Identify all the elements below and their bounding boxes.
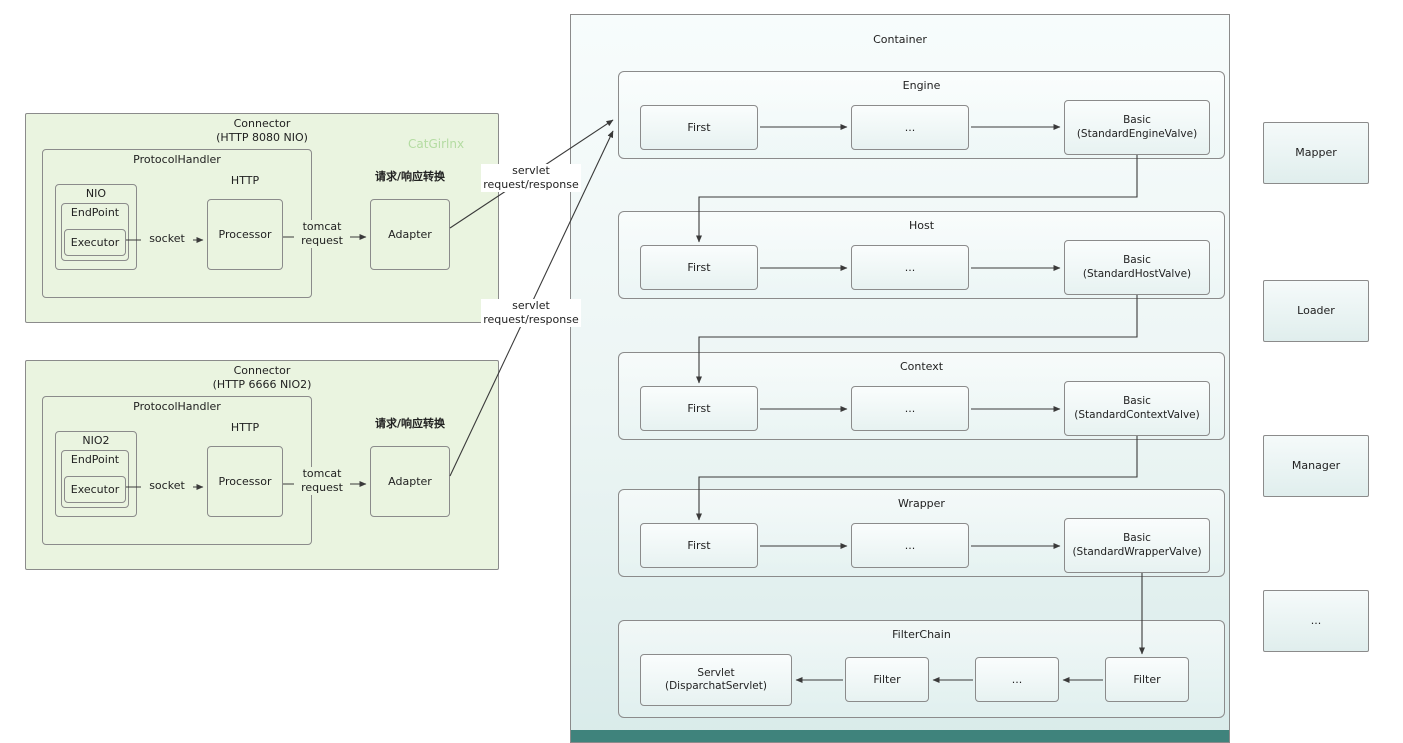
wrapper-first-box: First (640, 523, 758, 568)
http-1-label: HTTP (230, 174, 260, 187)
filterchain-middle-box: ... (975, 657, 1059, 702)
more-side-box: ... (1263, 590, 1369, 652)
adapter-1-caption: 请求/响应转换 (374, 170, 446, 183)
filterchain-title: FilterChain (892, 628, 951, 641)
processor-2-box: Processor (207, 446, 283, 517)
processor-1-box: Processor (207, 199, 283, 270)
protocol-handler-1-title: ProtocolHandler (133, 153, 221, 166)
executor-1-box: Executor (64, 229, 126, 256)
nio-2-label: NIO2 (82, 434, 110, 447)
filter-left-box: Filter (845, 657, 929, 702)
engine-title: Engine (902, 79, 941, 92)
adapter-1-box: Adapter (370, 199, 450, 270)
loader-box: Loader (1263, 280, 1369, 342)
mapper-box: Mapper (1263, 122, 1369, 184)
executor-2-box: Executor (64, 476, 126, 503)
engine-basic-box: Basic (StandardEngineValve) (1064, 100, 1210, 155)
manager-box: Manager (1263, 435, 1369, 497)
nio-2-box (55, 431, 137, 517)
http-2-label: HTTP (230, 421, 260, 434)
protocol-handler-2-title: ProtocolHandler (133, 400, 221, 413)
host-middle-box: ... (851, 245, 969, 290)
filter-right-box: Filter (1105, 657, 1189, 702)
engine-first-box: First (640, 105, 758, 150)
adapter-2-box: Adapter (370, 446, 450, 517)
connector-1-box (25, 113, 499, 323)
wrapper-middle-box: ... (851, 523, 969, 568)
wrapper-title: Wrapper (898, 497, 945, 510)
nio-1-box (55, 184, 137, 270)
endpoint-2-label: EndPoint (70, 453, 120, 466)
servlet-box: Servlet (DisparchatServlet) (640, 654, 792, 706)
nio-1-label: NIO (85, 187, 107, 200)
servlet-request-bottom-label: servlet request/response (481, 299, 581, 327)
host-first-box: First (640, 245, 758, 290)
watermark: CatGirlnx (408, 137, 465, 151)
context-title: Context (899, 360, 944, 373)
socket-1-label: socket (141, 232, 193, 246)
host-title: Host (908, 219, 935, 232)
endpoint-1-box (61, 203, 129, 261)
context-middle-box: ... (851, 386, 969, 431)
socket-2-label: socket (141, 479, 193, 493)
connector-2-box (25, 360, 499, 570)
adapter-2-caption: 请求/响应转换 (374, 417, 446, 430)
servlet-request-top-label: servlet request/response (481, 164, 581, 192)
context-first-box: First (640, 386, 758, 431)
container-bottom-bar (571, 730, 1229, 742)
connector-2-title: Connector (HTTP 6666 NIO2) (212, 364, 312, 392)
wrapper-basic-box: Basic (StandardWrapperValve) (1064, 518, 1210, 573)
endpoint-1-label: EndPoint (70, 206, 120, 219)
tomcat-request-1-label: tomcat request (294, 220, 350, 248)
connector-1-title: Connector (HTTP 8080 NIO) (216, 117, 308, 145)
engine-middle-box: ... (851, 105, 969, 150)
tomcat-request-2-label: tomcat request (294, 467, 350, 495)
host-basic-box: Basic (StandardHostValve) (1064, 240, 1210, 295)
context-basic-box: Basic (StandardContextValve) (1064, 381, 1210, 436)
container-title: Container (873, 33, 927, 46)
endpoint-2-box (61, 450, 129, 508)
